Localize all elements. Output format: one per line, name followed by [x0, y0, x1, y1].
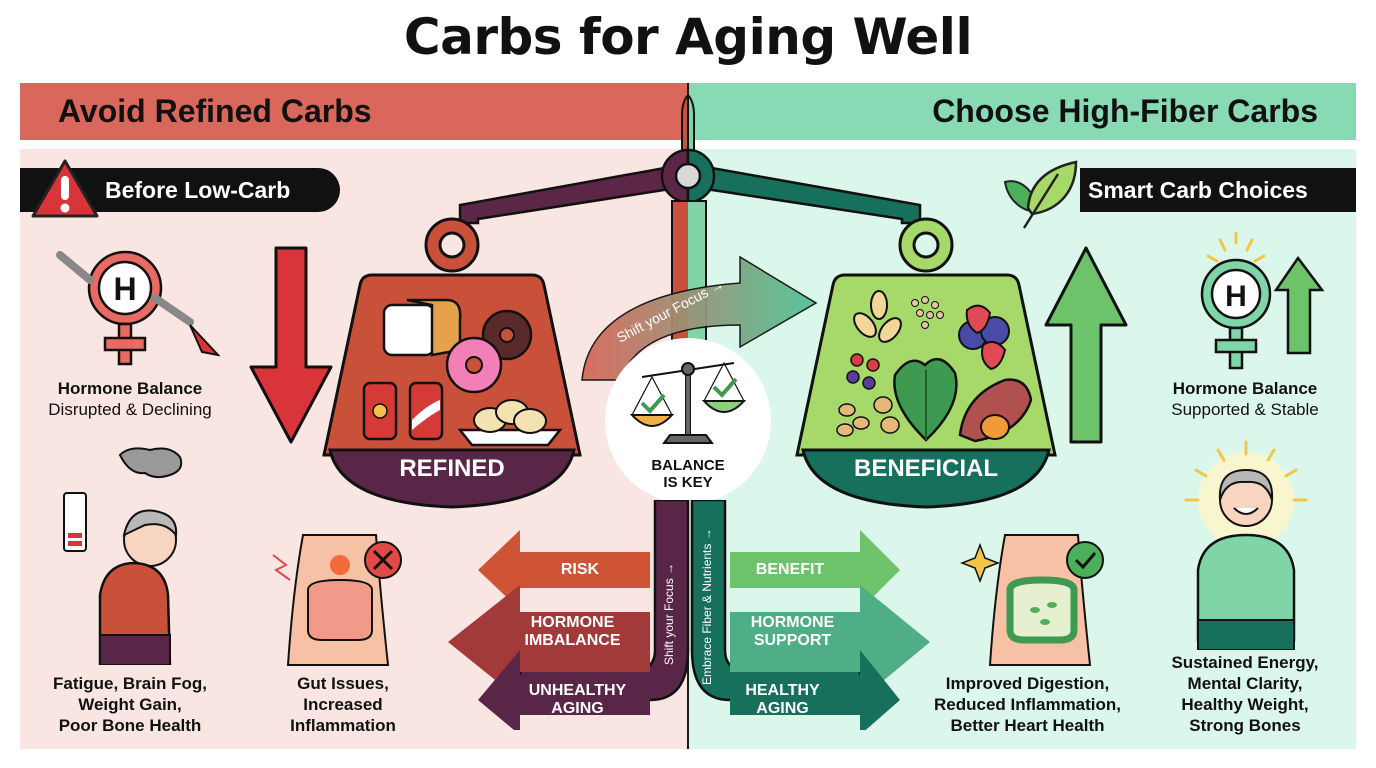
scale-icon [630, 361, 746, 444]
gut-issues-caption: Gut Issues, Increased Inflammation [290, 674, 396, 735]
hormone-imbalance-arrow [448, 585, 650, 700]
page-title: Carbs for Aging Well [403, 8, 973, 66]
right-hormone-caption: Hormone Balance Supported & Stable [1135, 378, 1355, 420]
refined-weight [322, 217, 582, 509]
shift-focus-curve-arrow: Shift your Focus → [581, 255, 818, 381]
hormone-title: Hormone Balance [57, 379, 203, 398]
smart-carb-choices-badge: Smart Carb Choices [1080, 168, 1356, 212]
sunburst-icon [1184, 440, 1308, 502]
unhealthy-aging-arrow [478, 650, 650, 730]
hormone-subtitle: Supported & Stable [1171, 400, 1319, 419]
healthy-aging-label: HEALTHY AGING [745, 682, 820, 717]
hormone-up-icon: H [1200, 231, 1325, 370]
svg-text:H: H [113, 271, 136, 307]
down-arrow-icon [249, 246, 333, 444]
balance-scale-beam [458, 95, 922, 225]
hormone-subtitle: Disrupted & Declining [48, 400, 212, 419]
left-header-text: Avoid Refined Carbs [58, 93, 372, 129]
right-trunk-text: Embrace Fiber & Nutrients → [700, 528, 714, 685]
oat-icon [870, 290, 888, 320]
cloud-icon [118, 447, 183, 479]
broken-hormone-icon: H [56, 250, 220, 366]
flame-icon [330, 555, 350, 575]
left-trunk-text: Shift your Focus → [662, 562, 676, 665]
leaf-icon [1003, 160, 1078, 229]
badge-text: Smart Carb Choices [1088, 176, 1308, 203]
chain-icon [56, 251, 94, 284]
hormone-title: Hormone Balance [1172, 379, 1318, 398]
beneficial-label: BENEFICIAL [854, 455, 998, 482]
unhealthy-aging-label: UNHEALTHY AGING [528, 682, 627, 717]
nuts-icon [836, 396, 900, 437]
right-header-text: Choose High-Fiber Carbs [932, 93, 1318, 129]
right-header: Choose High-Fiber Carbs [688, 83, 1356, 140]
refined-label: REFINED [399, 455, 505, 482]
outcome-arrows [448, 500, 930, 730]
sustained-energy-caption: Sustained Energy, Mental Clarity, Health… [1171, 653, 1319, 735]
hormone-imbalance-label: HORMONE IMBALANCE [524, 614, 621, 649]
warning-triangle-icon [31, 159, 99, 218]
inflamed-gut-illustration [272, 534, 402, 666]
badge-text: Before Low-Carb [105, 176, 291, 203]
sparkle-icon [960, 542, 1001, 584]
healthy-aging-arrow [730, 650, 900, 730]
balance-is-key-text: BALANCE IS KEY [651, 457, 725, 491]
bread-icon [382, 303, 436, 357]
benefit-arrow [730, 530, 900, 610]
pain-bolt-icon [272, 554, 291, 581]
left-hormone-caption: Hormone Balance Disrupted & Declining [20, 378, 240, 420]
happy-woman-illustration [1184, 440, 1308, 650]
check-circle-icon [1066, 541, 1104, 579]
healthy-gut-illustration [960, 534, 1104, 666]
hormone-support-arrow [730, 585, 930, 700]
pasta-bowl-icon [457, 428, 563, 447]
strawberry-icon [965, 304, 992, 335]
tired-woman-illustration [63, 447, 183, 665]
benefit-label: BENEFIT [755, 561, 825, 578]
improved-digestion-caption: Improved Digestion, Reduced Inflammation… [933, 674, 1122, 735]
quinoa-icon [911, 296, 944, 329]
fatigue-caption: Fatigue, Brain Fog, Weight Gain, Poor Bo… [53, 674, 207, 735]
left-header: Avoid Refined Carbs [20, 83, 688, 140]
risk-label: RISK [560, 561, 600, 578]
svg-text:H: H [1225, 280, 1247, 313]
risk-arrow [478, 530, 650, 610]
up-arrow-icon [1044, 246, 1128, 444]
hormone-support-label: HORMONE SUPPORT [750, 614, 835, 649]
beneficial-weight [795, 217, 1057, 509]
